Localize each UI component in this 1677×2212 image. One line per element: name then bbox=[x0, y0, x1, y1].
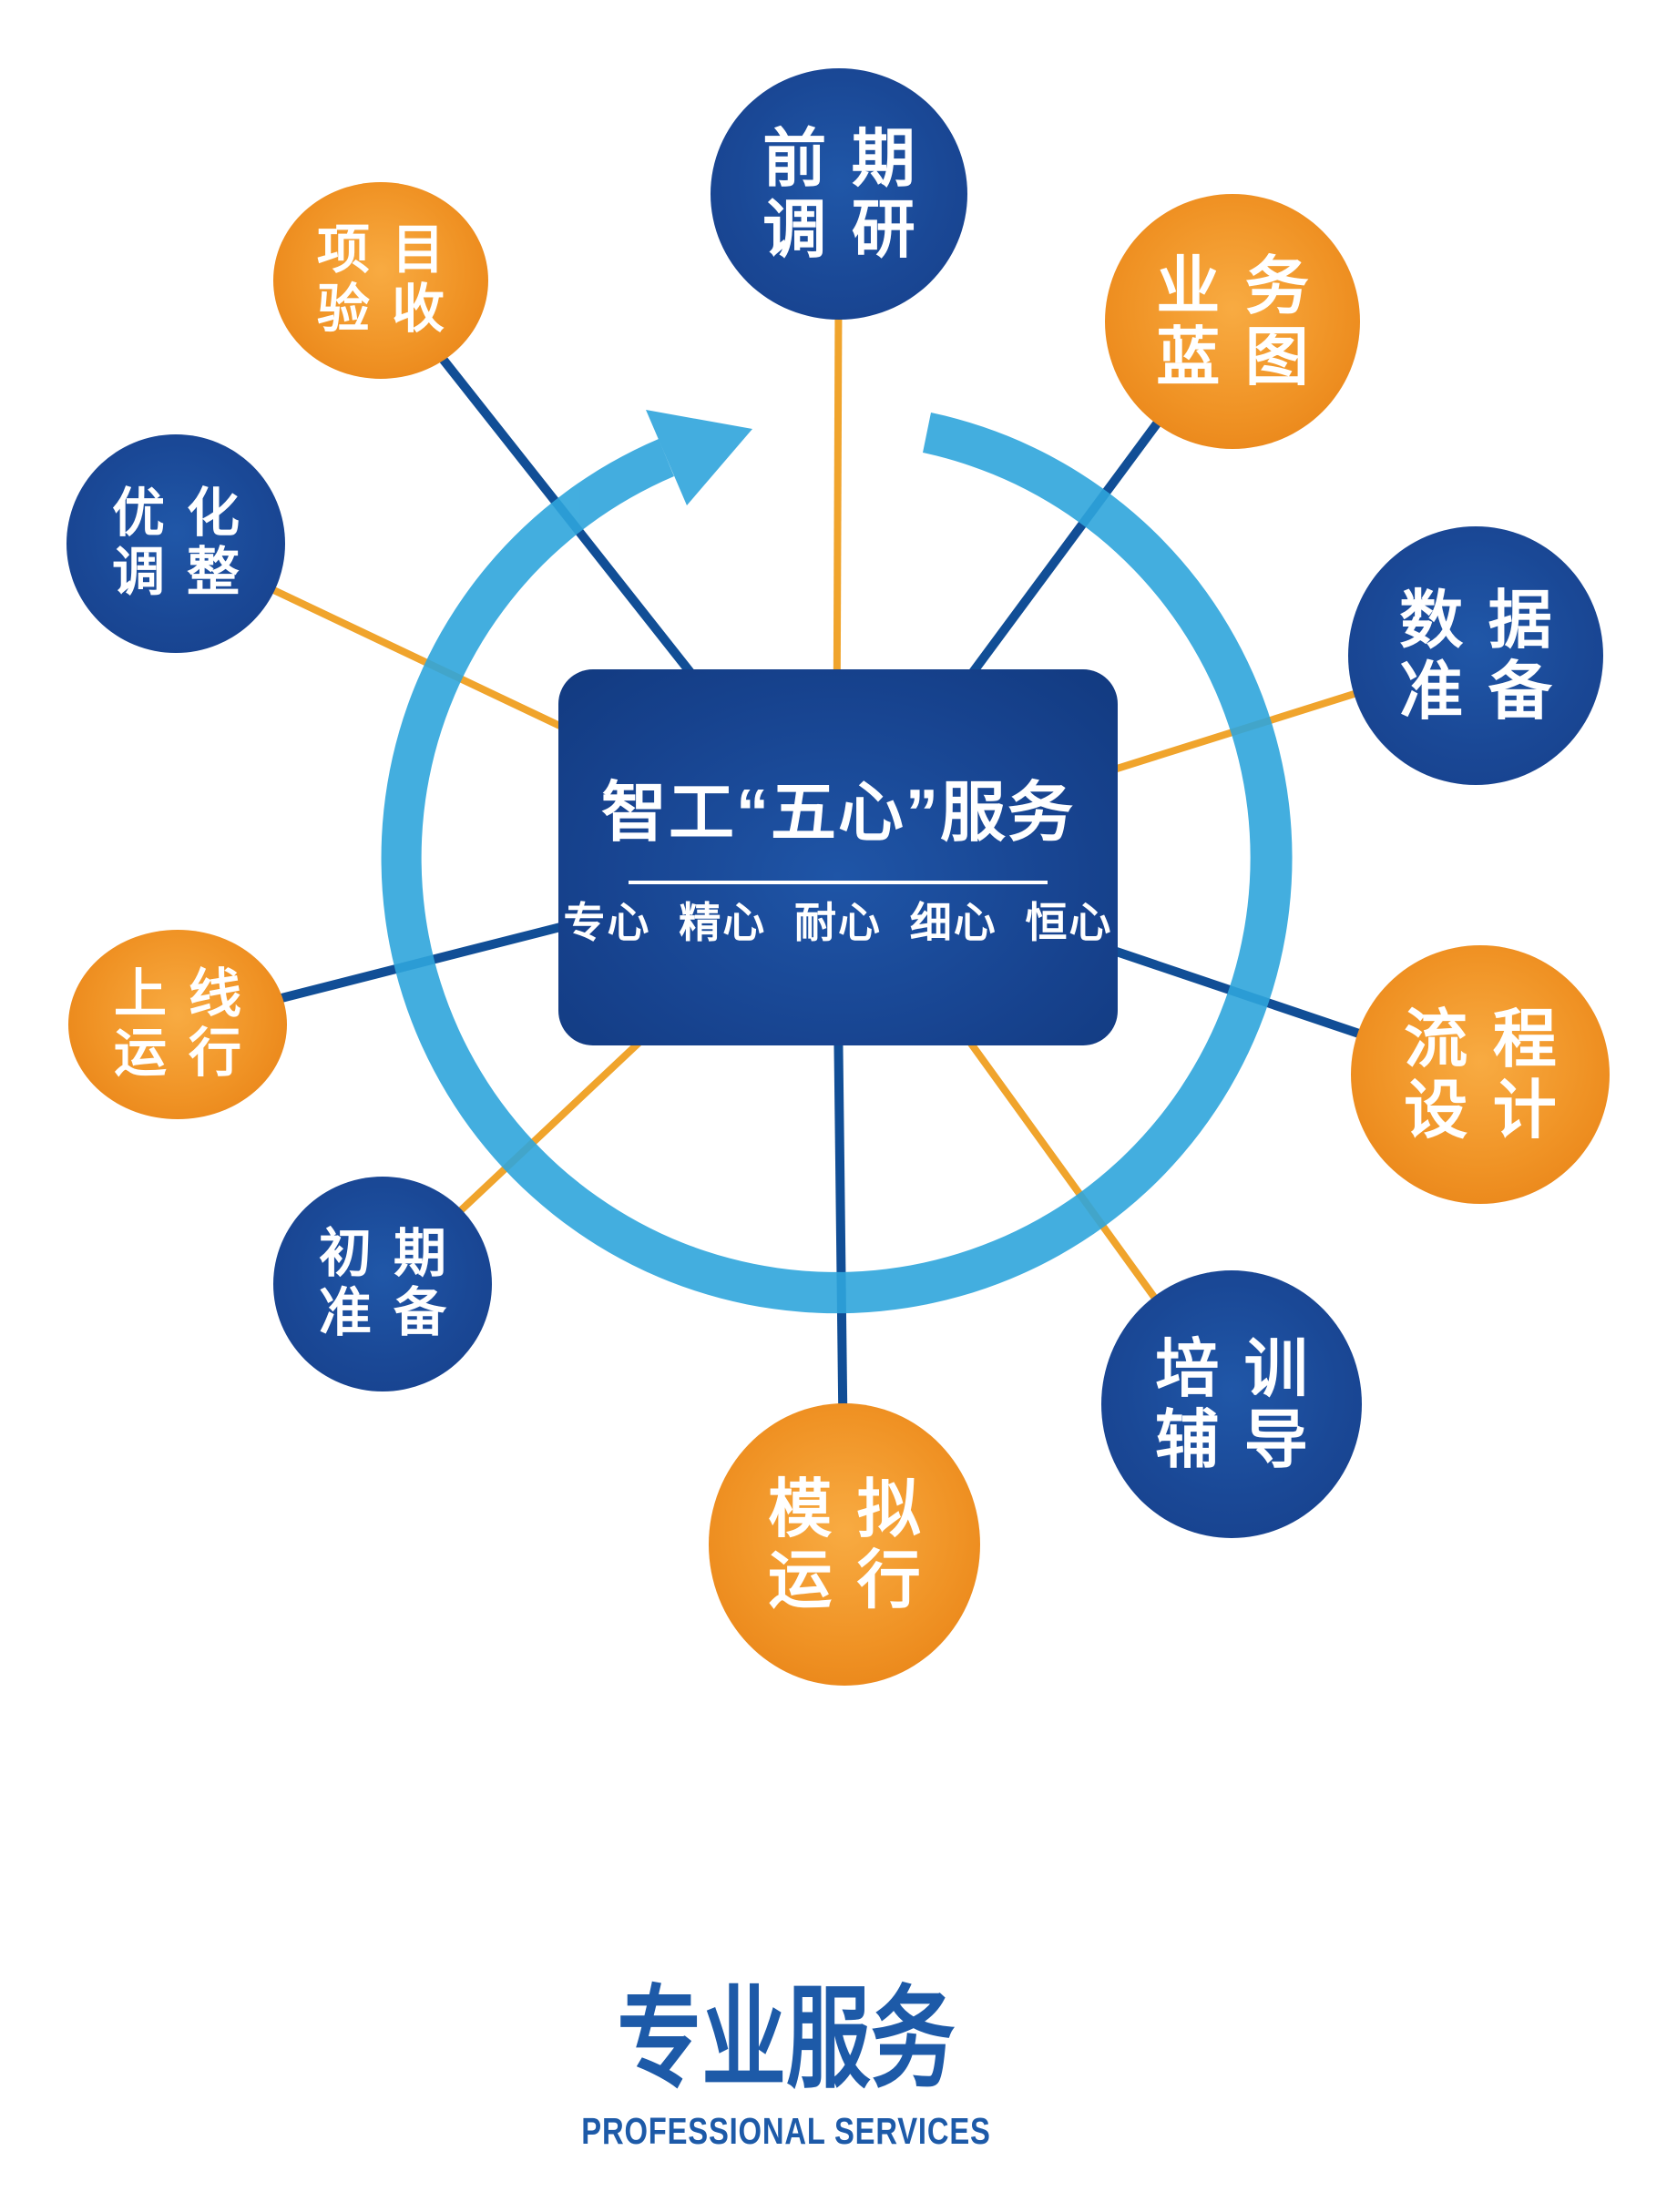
node-label-line2: 调 整 bbox=[111, 543, 240, 602]
center-panel-divider bbox=[629, 881, 1048, 884]
center-panel: 智工“五心”服务 专心 精心 耐心 细心 恒心 bbox=[558, 669, 1118, 1045]
node-label-line1: 流 程 bbox=[1404, 1003, 1557, 1075]
node-label-line1: 数 据 bbox=[1399, 584, 1552, 656]
node-youhua-tiaozheng: 优 化 调 整 bbox=[66, 434, 285, 653]
node-label-line2: 设 计 bbox=[1404, 1075, 1557, 1146]
node-label-line1: 前 期 bbox=[762, 122, 915, 194]
node-label-line2: 调 研 bbox=[762, 194, 915, 265]
node-label-line2: 运 行 bbox=[768, 1544, 921, 1616]
node-shuju-zhunbei: 数 据 准 备 bbox=[1348, 526, 1603, 785]
footer-subtitle: PROFESSIONAL SERVICES bbox=[581, 2110, 991, 2152]
node-label-line1: 业 务 bbox=[1156, 250, 1309, 321]
node-label-line1: 上 线 bbox=[113, 964, 242, 1024]
node-label-line2: 蓝 图 bbox=[1156, 321, 1309, 392]
node-liucheng-sheji: 流 程 设 计 bbox=[1351, 945, 1610, 1204]
node-label-line1: 培 训 bbox=[1155, 1332, 1308, 1404]
node-moni-yunxing: 模 拟 运 行 bbox=[709, 1403, 980, 1686]
node-label-line2: 准 备 bbox=[318, 1283, 447, 1342]
node-label-line2: 运 行 bbox=[113, 1024, 242, 1083]
node-label-line2: 验 收 bbox=[316, 280, 445, 339]
node-peixun-fudao: 培 训 辅 导 bbox=[1101, 1270, 1362, 1538]
node-shangxian-yunxing: 上 线 运 行 bbox=[68, 930, 287, 1119]
node-chuqi-zhunbei: 初 期 准 备 bbox=[273, 1177, 492, 1391]
center-panel-subtitle: 专心 精心 耐心 细心 恒心 bbox=[563, 899, 1113, 946]
node-xiangmu-yanshou: 项 目 验 收 bbox=[273, 182, 488, 379]
node-label-line1: 项 目 bbox=[316, 220, 445, 280]
node-label-line1: 初 期 bbox=[318, 1224, 447, 1284]
circular-arrow bbox=[381, 410, 1293, 1314]
footer-title: 专业服务 bbox=[617, 1977, 956, 2101]
center-panel-title: 智工“五心”服务 bbox=[600, 777, 1075, 850]
node-yewu-lantu: 业 务 蓝 图 bbox=[1105, 194, 1360, 449]
node-label-line1: 优 化 bbox=[111, 484, 240, 544]
node-label-line1: 模 拟 bbox=[768, 1473, 921, 1544]
node-label-line2: 辅 导 bbox=[1155, 1404, 1308, 1475]
node-label-line2: 准 备 bbox=[1399, 656, 1552, 727]
circular-arrow-head-icon bbox=[646, 410, 752, 505]
node-qianqi-diaoyan: 前 期 调 研 bbox=[711, 68, 967, 320]
